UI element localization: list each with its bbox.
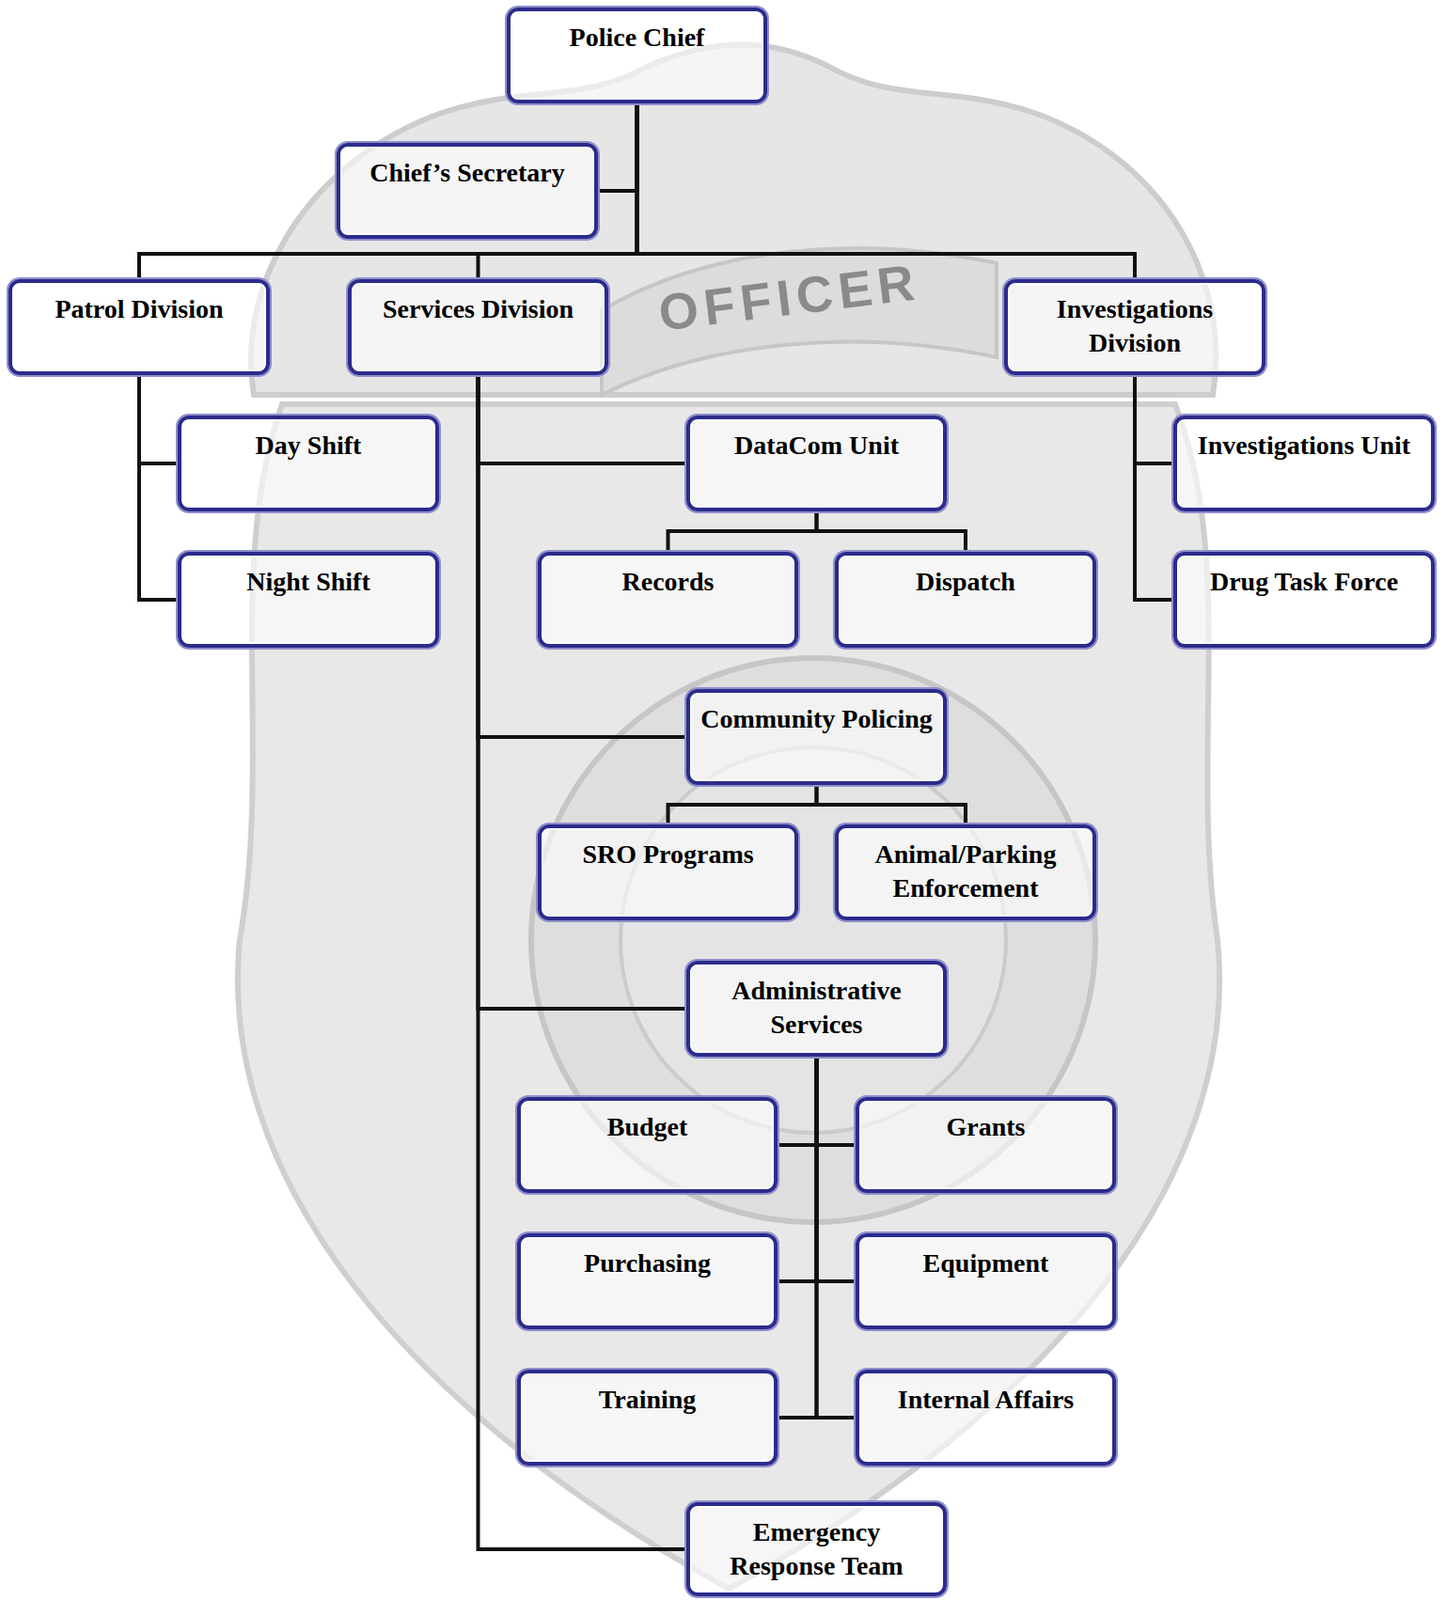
org-box: Records	[537, 551, 799, 648]
box-label: Purchasing	[530, 1246, 765, 1281]
box-label: Community Policing	[699, 702, 934, 737]
box-label: Grants	[868, 1110, 1103, 1145]
org-box: Animal/Parking Enforcement	[834, 824, 1097, 921]
box-label: Internal Affairs	[868, 1383, 1103, 1417]
org-box: SRO Programs	[537, 824, 799, 921]
box-label: Emergency Response Team	[699, 1515, 934, 1584]
org-box: DataCom Unit	[686, 415, 947, 512]
box-label: Dispatch	[848, 565, 1084, 599]
box-label: Animal/Parking Enforcement	[848, 837, 1084, 906]
org-connector	[139, 103, 638, 280]
box-label: Services Division	[361, 292, 596, 327]
org-box: Day Shift	[177, 415, 440, 512]
org-box: Night Shift	[177, 551, 440, 648]
box-label: Investigations Division	[1017, 292, 1253, 361]
org-connector	[817, 1056, 857, 1418]
box-label: Patrol Division	[21, 292, 257, 327]
box-label: Chief’s Secretary	[349, 156, 585, 190]
box-label: SRO Programs	[550, 837, 786, 872]
org-connector	[777, 1056, 818, 1146]
org-box: Internal Affairs	[855, 1369, 1116, 1466]
org-connector	[668, 511, 818, 552]
org-connector	[817, 1056, 857, 1282]
badge-banner	[601, 248, 997, 395]
org-box: Purchasing	[517, 1233, 778, 1330]
org-connector	[637, 103, 1136, 280]
box-label: Records	[550, 565, 786, 599]
org-box: Community Policing	[686, 689, 947, 786]
box-label: Police Chief	[519, 20, 755, 55]
org-connector	[139, 375, 178, 600]
org-connector	[478, 375, 688, 464]
org-box: Police Chief	[506, 7, 768, 104]
org-box: Investigations Division	[1004, 279, 1266, 376]
box-label: Administrative Services	[699, 974, 934, 1042]
org-connector	[668, 785, 818, 825]
org-box: Equipment	[855, 1233, 1116, 1330]
org-connector	[1134, 375, 1174, 464]
org-connector	[777, 1056, 818, 1282]
box-label: Training	[530, 1383, 765, 1417]
org-box: Emergency Response Team	[686, 1502, 947, 1597]
box-label: DataCom Unit	[699, 428, 934, 463]
badge-seal-inner	[620, 747, 1006, 1133]
org-connector	[1134, 375, 1174, 600]
org-box: Drug Task Force	[1173, 551, 1435, 648]
org-box: Services Division	[347, 279, 609, 376]
org-connector	[817, 511, 967, 552]
box-label: Day Shift	[190, 428, 426, 463]
org-connector	[597, 103, 638, 191]
box-label: Night Shift	[190, 565, 426, 599]
box-label: Investigations Unit	[1186, 428, 1422, 463]
org-box: Investigations Unit	[1173, 415, 1435, 512]
org-box: Training	[517, 1369, 778, 1466]
org-connector	[817, 785, 967, 825]
org-connector	[777, 1056, 818, 1418]
box-label: Budget	[530, 1110, 765, 1145]
org-box: Patrol Division	[8, 279, 270, 376]
org-box: Chief’s Secretary	[336, 142, 598, 239]
box-label: Drug Task Force	[1186, 565, 1422, 599]
org-box: Grants	[855, 1097, 1116, 1194]
org-box: Administrative Services	[686, 960, 947, 1057]
org-box: Budget	[517, 1097, 778, 1194]
org-connector	[817, 1056, 857, 1146]
box-label: Equipment	[868, 1246, 1103, 1281]
org-box: Dispatch	[834, 551, 1097, 648]
org-connector	[139, 375, 178, 464]
